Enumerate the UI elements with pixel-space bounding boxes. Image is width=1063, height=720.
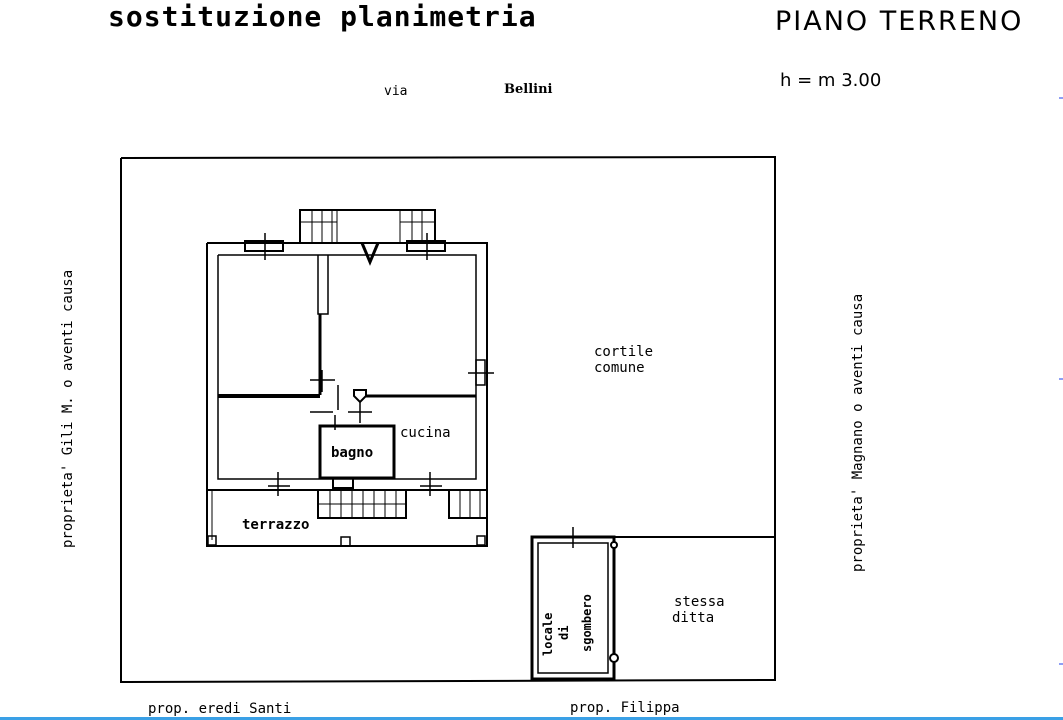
area-storage-line3: sgombero [580,594,594,652]
neighbor-bottom-right-label: prop. Filippa [570,700,680,716]
area-same-owner-line2: ditta [672,610,715,626]
area-same-owner-line1: stessa [674,594,725,610]
neighbor-bottom-left-label: prop. eredi Santi [148,701,292,717]
area-storage-line2: di [557,625,571,640]
area-terrace: terrazzo [242,517,310,533]
area-kitchen: cucina [400,425,451,441]
area-bathroom: bagno [331,445,374,461]
bottom-border-bar [0,717,1063,720]
edge-marker [1059,97,1063,99]
floor-label: PIANO TERRENO [775,6,1024,37]
area-courtyard-line2: comune [594,360,645,376]
street-prefix: via [384,84,408,99]
area-courtyard-line1: cortile [594,344,654,360]
ceiling-height: h = m 3.00 [780,70,882,91]
edge-marker [1059,663,1063,665]
edge-marker [1059,378,1063,380]
street-name: Bellini [504,82,553,97]
area-storage-line1: locale [541,612,555,656]
document-title: sostituzione planimetria [108,0,537,33]
